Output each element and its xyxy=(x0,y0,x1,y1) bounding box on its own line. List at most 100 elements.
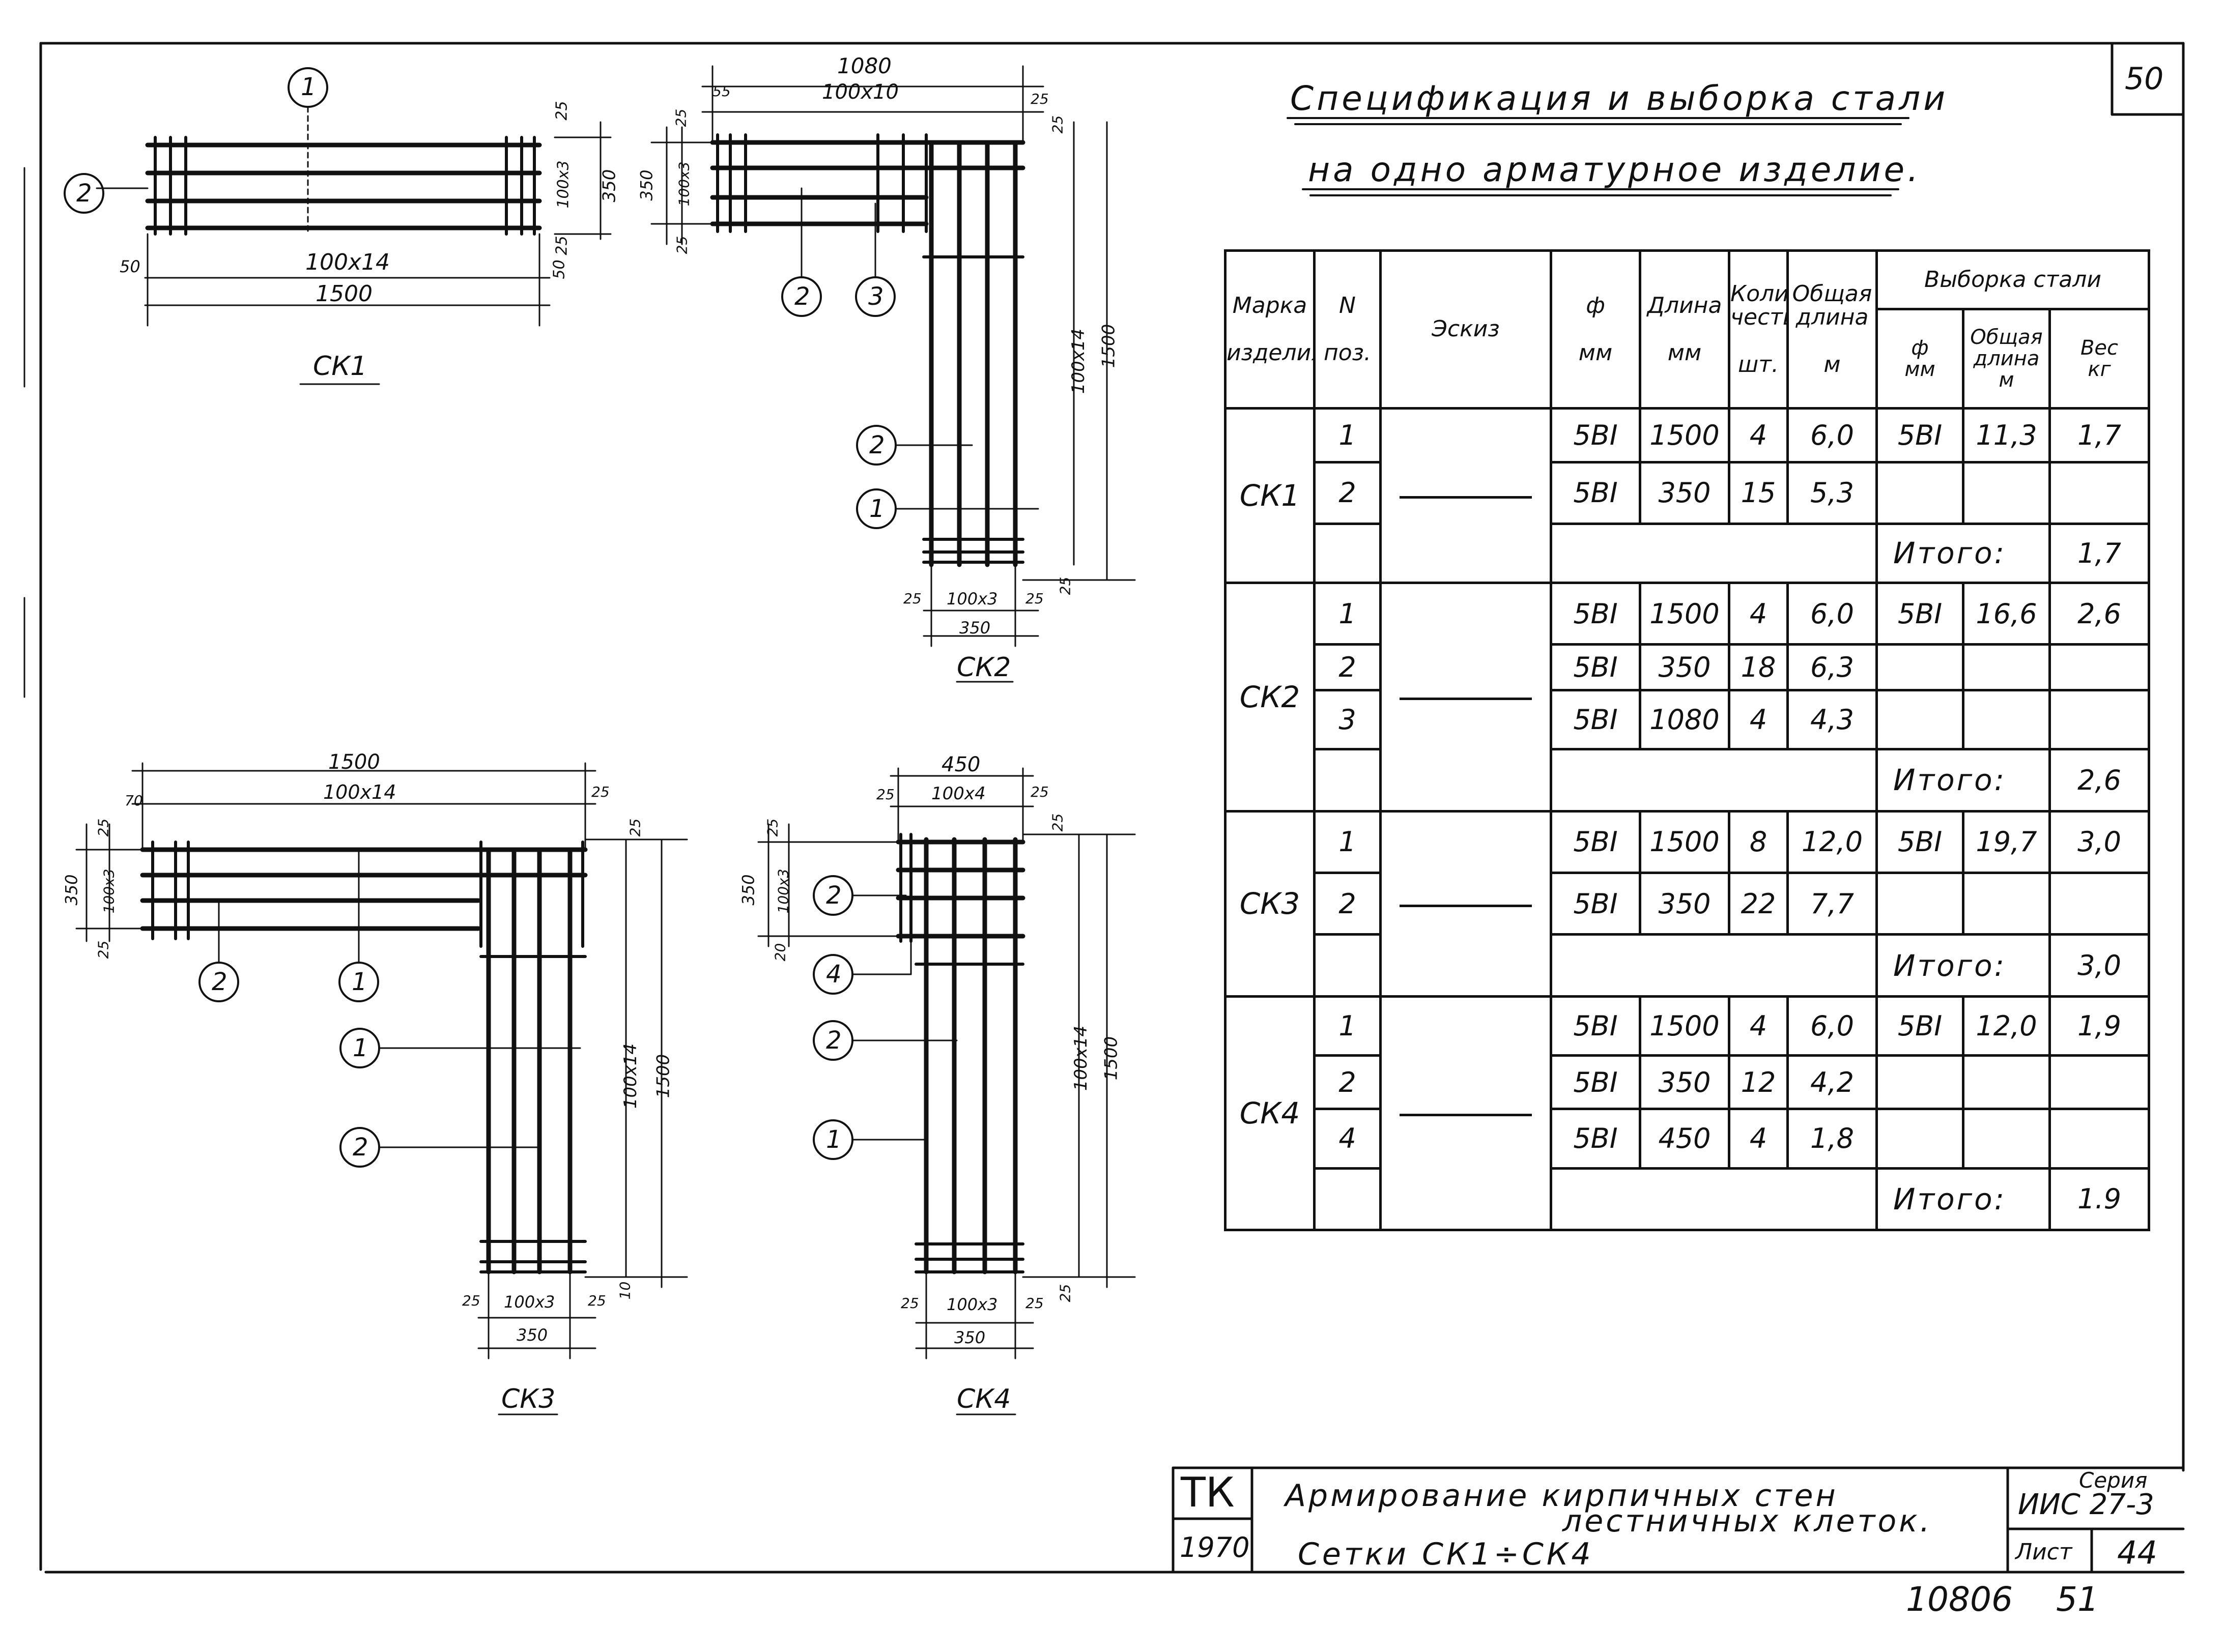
ck1-label: СК1 xyxy=(313,351,367,382)
row-sel-len: 19,7 xyxy=(1962,809,2051,874)
ck3-top-bars xyxy=(140,847,588,931)
header-sketch: Эскиз xyxy=(1379,249,1552,410)
row-sel-weight xyxy=(2048,1108,2151,1170)
ck3-callout-2b-label: 2 xyxy=(353,1133,368,1162)
ck1-cross-bars xyxy=(154,136,536,236)
ck2-callout-2b-circle xyxy=(856,425,897,466)
ck2-right-total-dim: 1500 xyxy=(1098,324,1119,368)
ck2-top-spacing-dim: 100х10 xyxy=(822,80,899,104)
ck3-top-right-2-dim: 25 xyxy=(626,818,644,837)
row-pos: 4 xyxy=(1313,1108,1382,1170)
header-steel-selection: Выборка стали xyxy=(1875,249,2151,310)
row-pos: 2 xyxy=(1313,871,1382,936)
row-pos: 2 xyxy=(1313,1054,1382,1111)
row-total: 6,3 xyxy=(1786,643,1878,692)
ck2-bottom-right-2-dim: 25 xyxy=(1057,576,1074,595)
row-dia: 5ВⅠ xyxy=(1550,809,1641,874)
ck4-top-bars xyxy=(896,839,1025,939)
row-sel-len xyxy=(1962,460,2051,525)
ck4-callout-2-label: 2 xyxy=(826,881,842,910)
mesh-ck2 xyxy=(650,65,1136,683)
ck4-top-spacing-dim: 100х4 xyxy=(931,784,986,804)
row-sel-weight xyxy=(2048,460,2151,525)
table-row: СК4 1 5ВⅠ 1500 4 6,0 5ВⅠ 12,0 1,9 xyxy=(1224,995,2151,1232)
row-total: 12,0 xyxy=(1786,809,1878,874)
ck2-top-left-2-dim: 25 xyxy=(672,108,690,127)
row-qty: 4 xyxy=(1728,1108,1789,1170)
ck2-bottom-right-dim: 25 xyxy=(1025,590,1044,607)
row-sel-weight: 3,0 xyxy=(2048,809,2151,874)
row-qty: 18 xyxy=(1728,643,1789,692)
row-mark: СК1 xyxy=(1224,407,1316,585)
row-qty: 22 xyxy=(1728,871,1789,936)
total-label: Итого: xyxy=(1875,1167,2051,1231)
ck4-callout-2b-circle xyxy=(813,1020,853,1061)
row-mark: СК2 xyxy=(1224,582,1316,813)
ck1-total-height-dim: 350 xyxy=(599,169,620,202)
row-pos-empty xyxy=(1313,748,1382,813)
ck4-callout-4-label: 4 xyxy=(826,960,842,989)
table-row: 2 5ВⅠ 350 12 4,2 xyxy=(1225,1054,2151,1111)
ck3-left-inner-dim: 100х3 xyxy=(100,868,118,914)
row-qty: 8 xyxy=(1728,809,1789,874)
row-sel-len xyxy=(1962,871,2051,936)
ck1-bottom-right-dim: 25 xyxy=(553,236,571,255)
ck4-left-bottom-dim: 20 xyxy=(772,943,789,962)
ck2-bottom-total-dim: 350 xyxy=(959,618,991,637)
ck4-callout-2-circle xyxy=(813,875,853,916)
ck2-bottom-left-dim: 25 xyxy=(903,590,922,607)
row-total: 6,0 xyxy=(1786,995,1878,1057)
ck3-top-right-dim: 25 xyxy=(591,784,610,800)
title-block-sheet-label: Лист xyxy=(2015,1539,2072,1565)
total-value: 3,0 xyxy=(2048,933,2151,998)
header-mark: Маркаизделия xyxy=(1224,249,1316,410)
ck4-left-total-dim: 350 xyxy=(738,874,758,906)
spec-table-body: СК1 1 5ВⅠ 1500 4 6,0 5ВⅠ 11,3 1,7 2 5ВⅠ … xyxy=(1224,407,2151,1232)
title-block-sheet-value: 44 xyxy=(2117,1534,2157,1571)
total-value: 1.9 xyxy=(2048,1167,2151,1231)
row-sel-dia: 5ВⅠ xyxy=(1875,809,1964,874)
row-empty xyxy=(1550,522,1878,585)
ck3-vertical-bars xyxy=(486,847,573,1274)
row-qty: 4 xyxy=(1728,689,1789,751)
ck4-bottom-spacing-dim: 100х3 xyxy=(947,1295,998,1314)
title-block-title-3: Сетки СК1÷СК4 xyxy=(1298,1537,1594,1572)
row-dia: 5ВⅠ xyxy=(1550,460,1641,525)
row-qty: 15 xyxy=(1728,460,1789,525)
row-pos-empty xyxy=(1313,1167,1382,1231)
ck1-left-offset-dim: 50 xyxy=(120,257,140,276)
ck3-callout-1-label: 1 xyxy=(352,968,367,996)
ck3-vertical-cross xyxy=(479,841,587,1273)
title-underlines xyxy=(1287,117,1909,196)
ck2-vertical-cross xyxy=(922,255,1024,564)
ck3-bottom-spacing-dim: 100х3 xyxy=(504,1292,555,1312)
ck3-bottom-total-dim: 350 xyxy=(517,1325,548,1345)
ck1-callout-2-circle xyxy=(64,173,104,214)
row-sel-len xyxy=(1962,643,2051,692)
ck2-dimension-lines xyxy=(650,65,1136,647)
ck2-left-total-dim: 350 xyxy=(637,169,657,201)
row-pos-empty xyxy=(1313,522,1382,585)
corner-number-box xyxy=(2111,42,2185,116)
ck3-callout-2-label: 2 xyxy=(212,968,227,996)
row-pos: 2 xyxy=(1313,643,1382,692)
row-sel-dia xyxy=(1875,1054,1964,1111)
row-dia: 5ВⅠ xyxy=(1550,407,1641,463)
mesh-ck1 xyxy=(64,67,612,385)
row-dia: 5ВⅠ xyxy=(1550,582,1641,646)
ck1-callout-1-label: 1 xyxy=(301,73,317,101)
row-dia: 5ВⅠ xyxy=(1550,995,1641,1057)
ck4-vertical-bars xyxy=(924,837,1018,1274)
row-total: 1,8 xyxy=(1786,1108,1878,1170)
row-sel-len: 12,0 xyxy=(1962,995,2051,1057)
ck4-right-total-dim: 1500 xyxy=(1101,1036,1122,1081)
row-pos-empty xyxy=(1313,933,1382,998)
table-row: 2 5ВⅠ 350 15 5,3 xyxy=(1225,460,2151,525)
row-sel-len: 16,6 xyxy=(1962,582,2051,646)
